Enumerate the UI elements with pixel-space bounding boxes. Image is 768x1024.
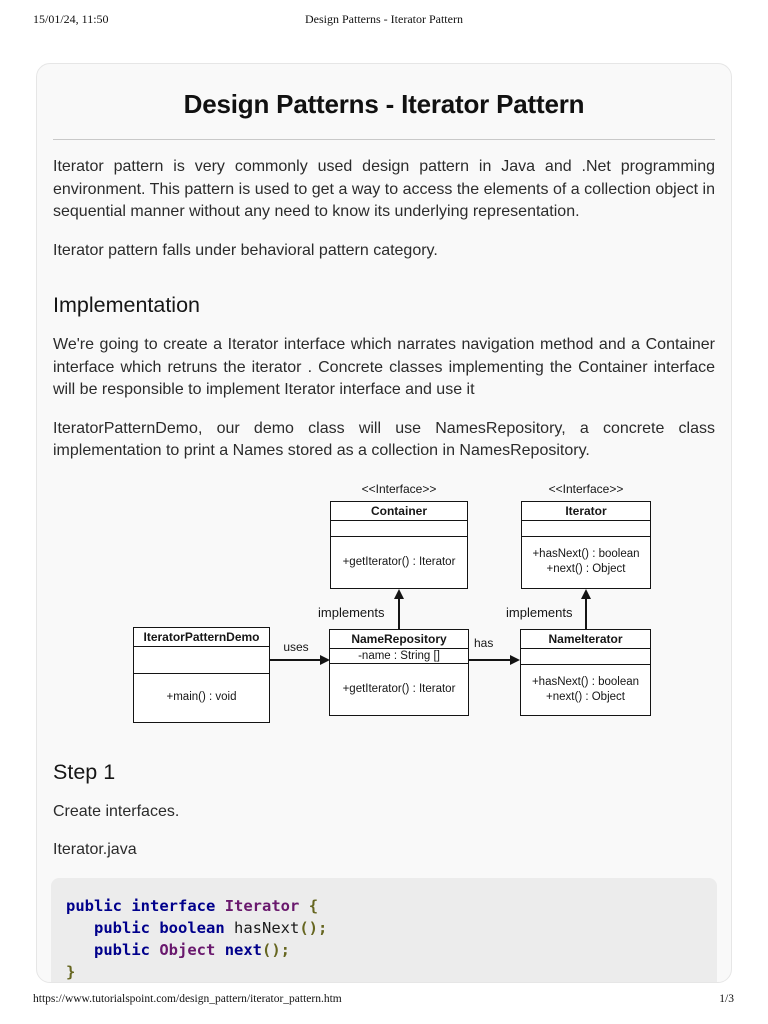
code-token-typ: Object bbox=[159, 940, 216, 959]
implements-label-left: implements bbox=[318, 604, 385, 620]
uml-box-container: Container +getIterator() : Iterator bbox=[330, 500, 468, 589]
uml-box-name-iterator-attrs bbox=[521, 649, 650, 665]
code-token-pln bbox=[66, 919, 94, 937]
uml-box-name-iterator-title: NameIterator bbox=[521, 630, 650, 649]
code-token-pun: (); bbox=[262, 940, 291, 959]
code-line: public interface Iterator { bbox=[66, 895, 707, 917]
uml-box-demo-method: +main() : void bbox=[166, 691, 237, 703]
uml-box-demo: IteratorPatternDemo +main() : void bbox=[133, 626, 270, 723]
heading-step1: Step 1 bbox=[53, 759, 116, 784]
header-doc-title: Design Patterns - Iterator Pattern bbox=[305, 12, 463, 26]
code-token-pln: hasNext bbox=[234, 918, 300, 937]
code-token-pun: { bbox=[308, 896, 319, 915]
uml-box-iterator-attrs bbox=[522, 521, 650, 537]
code-token-pun: (); bbox=[299, 918, 328, 937]
uml-box-iterator: Iterator +hasNext() : boolean +next() : … bbox=[521, 500, 651, 589]
code-token-kwd: interface bbox=[131, 896, 216, 915]
stereotype-container: <<Interface>> bbox=[361, 481, 437, 496]
implements-label-right: implements bbox=[506, 604, 573, 620]
footer-page-number: 1/3 bbox=[719, 993, 734, 1005]
has-label: has bbox=[474, 635, 494, 650]
code-token-pln bbox=[215, 941, 224, 959]
code-line: } bbox=[66, 961, 707, 983]
implements-arrow-up-icon bbox=[581, 588, 591, 599]
uml-box-name-repository-method: +getIterator() : Iterator bbox=[342, 682, 456, 695]
uml-box-demo-attrs bbox=[134, 647, 269, 674]
article-title: Design Patterns - Iterator Pattern bbox=[183, 89, 585, 119]
title-divider bbox=[53, 139, 715, 140]
uml-box-name-repository: NameRepository -name : String [] +getIte… bbox=[329, 628, 469, 716]
code-token-pln bbox=[215, 897, 224, 915]
has-arrow-line bbox=[469, 658, 511, 661]
code-token-kwd: boolean bbox=[159, 918, 225, 937]
heading-implementation: Implementation bbox=[53, 293, 200, 317]
code-token-pln bbox=[225, 919, 234, 937]
intro-paragraph-1: Iterator pattern is very commonly used d… bbox=[53, 158, 715, 220]
uml-box-name-repository-attr: -name : String [] bbox=[330, 649, 468, 664]
code-token-kwd: next bbox=[224, 940, 263, 959]
has-arrow-right-icon bbox=[510, 654, 520, 665]
uml-box-demo-title: IteratorPatternDemo bbox=[134, 628, 269, 647]
code-token-pln bbox=[299, 897, 308, 915]
uml-box-name-iterator-method-1: +hasNext() : boolean bbox=[531, 675, 640, 688]
uml-box-name-repository-title: NameRepository bbox=[330, 630, 468, 649]
uml-box-name-iterator-method-2: +next() : Object bbox=[546, 690, 625, 703]
uml-box-container-method: +getIterator() : Iterator bbox=[342, 555, 456, 568]
intro-paragraph-2: Iterator pattern falls under behavioral … bbox=[53, 241, 438, 259]
uml-box-container-attrs bbox=[331, 521, 467, 537]
stereotype-iterator: <<Interface>> bbox=[548, 481, 624, 496]
footer-url: https://www.tutorialspoint.com/design_pa… bbox=[33, 993, 342, 1005]
code-token-kwd: public bbox=[94, 918, 150, 937]
pdf-header: 15/01/24, 11:50 Design Patterns - Iterat… bbox=[0, 12, 768, 32]
code-token-pun: } bbox=[66, 962, 76, 981]
implements-arrow-line bbox=[398, 597, 400, 629]
implementation-paragraph-1: We're going to create a Iterator interfa… bbox=[53, 336, 715, 398]
header-datetime: 15/01/24, 11:50 bbox=[33, 12, 109, 26]
implements-arrow-up-icon bbox=[394, 588, 404, 599]
code-line: public boolean hasNext(); bbox=[66, 917, 707, 939]
uml-box-iterator-method-1: +hasNext() : boolean bbox=[532, 548, 640, 560]
uml-box-name-iterator: NameIterator +hasNext() : boolean +next(… bbox=[520, 628, 651, 716]
step1-paragraph-1: Create interfaces. bbox=[53, 802, 180, 820]
uml-box-iterator-title: Iterator bbox=[522, 502, 650, 521]
code-line: public Object next(); bbox=[66, 939, 707, 961]
implements-arrow-line bbox=[585, 597, 587, 629]
pdf-footer: https://www.tutorialspoint.com/design_pa… bbox=[0, 993, 768, 1011]
code-token-pln bbox=[150, 941, 159, 959]
code-token-pln bbox=[122, 897, 131, 915]
uses-arrow-line bbox=[270, 658, 321, 661]
uml-box-container-title: Container bbox=[331, 502, 467, 521]
code-token-pln bbox=[150, 919, 159, 937]
step1-paragraph-2: Iterator.java bbox=[53, 841, 137, 858]
uses-arrow-right-icon bbox=[320, 654, 330, 665]
uses-label: uses bbox=[283, 639, 309, 654]
code-token-kwd: public bbox=[94, 940, 150, 959]
uml-diagram: <<Interface>> <<Interface>> Container +g… bbox=[121, 479, 666, 729]
content-card: Design Patterns - Iterator Pattern Itera… bbox=[36, 63, 732, 983]
code-token-kwd: public bbox=[66, 896, 122, 915]
code-token-typ: Iterator bbox=[224, 896, 300, 915]
implementation-paragraph-2: IteratorPatternDemo, our demo class will… bbox=[53, 419, 715, 460]
uml-box-iterator-method-2: +next() : Object bbox=[546, 563, 626, 575]
code-token-pln bbox=[66, 941, 94, 959]
code-block: public interface Iterator { public boole… bbox=[51, 877, 717, 983]
